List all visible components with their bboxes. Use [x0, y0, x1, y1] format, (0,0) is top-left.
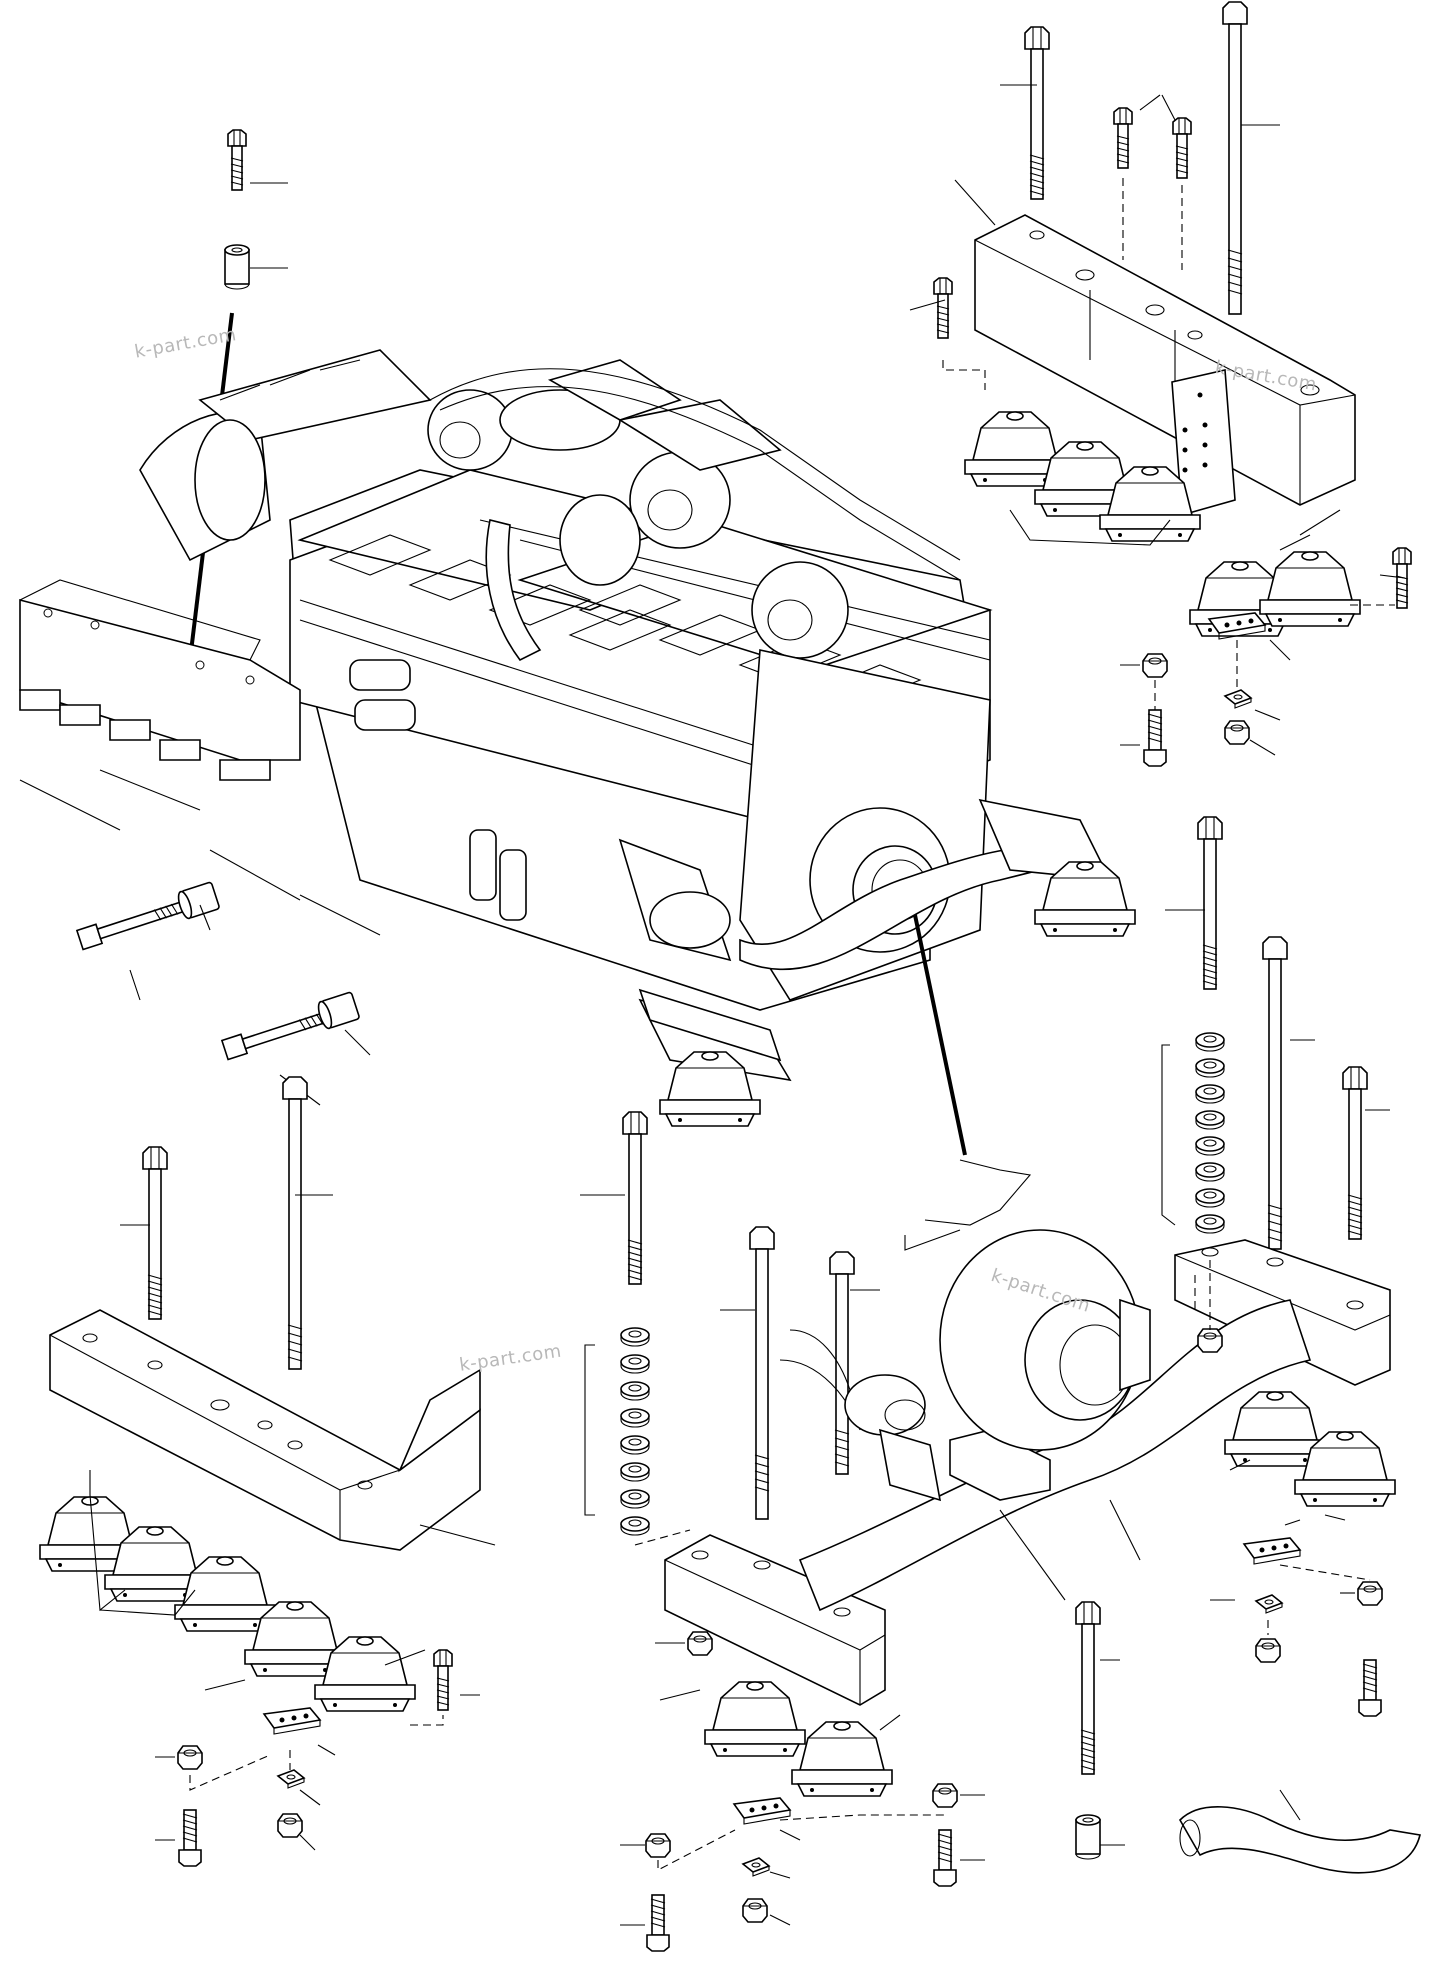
- washer-icon: [1224, 689, 1252, 709]
- washer-icon: [1195, 1032, 1225, 1052]
- bolt-icon: [646, 1894, 670, 1952]
- bolt-icon: [178, 1809, 202, 1867]
- bottom-left-bracket-assembly: [39, 1076, 496, 1867]
- bottom-center-bracket-assembly: [580, 1111, 985, 1952]
- bolt-icon: [1113, 107, 1133, 169]
- bolt-icon: [933, 1829, 957, 1887]
- bolt-icon: [1342, 1066, 1368, 1240]
- washer-icon: [620, 1435, 650, 1455]
- washer-icon: [620, 1327, 650, 1347]
- bolt-icon: [622, 1111, 648, 1285]
- washer-icon: [1255, 1594, 1283, 1614]
- washer-icon: [1195, 1136, 1225, 1156]
- washer-icon: [1195, 1110, 1225, 1130]
- washer-icon: [1195, 1084, 1225, 1104]
- left-side-bolts: [75, 881, 371, 1106]
- bolt-icon: [1143, 709, 1167, 767]
- bolt-icon: [1358, 1659, 1382, 1717]
- rubber-mount-icon: [1259, 551, 1361, 627]
- washer-icon: [620, 1462, 650, 1482]
- nut-icon: [1197, 1328, 1223, 1353]
- spacer-icon: [224, 244, 250, 290]
- nut-icon: [1357, 1581, 1383, 1606]
- washer-icon: [620, 1408, 650, 1428]
- washer-icon: [620, 1381, 650, 1401]
- washer-stack: [584, 1327, 650, 1536]
- bracket-icon: [263, 1707, 321, 1735]
- washer-icon: [1195, 1058, 1225, 1078]
- nut-icon: [687, 1631, 713, 1656]
- nut-icon: [1224, 720, 1250, 745]
- bolt-icon: [227, 129, 247, 191]
- rubber-mount-icon: [791, 1721, 893, 1797]
- hose-icon: [1179, 1806, 1421, 1874]
- bottom-right-bracket-assembly: [779, 816, 1421, 1874]
- bolt-icon: [142, 1146, 168, 1320]
- nut-icon: [277, 1813, 303, 1838]
- nut-icon: [645, 1833, 671, 1858]
- nut-icon: [177, 1745, 203, 1770]
- bolt-icon: [933, 277, 953, 339]
- washer-icon: [277, 1769, 305, 1789]
- nut-icon: [742, 1898, 768, 1923]
- washer-icon: [620, 1516, 650, 1536]
- washer-icon: [620, 1489, 650, 1509]
- bolt-icon: [1197, 816, 1223, 990]
- rubber-mount-icon: [704, 1681, 806, 1757]
- engine-icon: [19, 349, 1136, 1156]
- nut-icon: [1255, 1638, 1281, 1663]
- bolt-icon: [433, 1649, 453, 1711]
- nut-icon: [932, 1783, 958, 1808]
- washer-icon: [1195, 1214, 1225, 1234]
- bracket-icon: [1243, 1537, 1301, 1565]
- washer-stack-right: [1161, 1032, 1225, 1234]
- washer-icon: [1195, 1162, 1225, 1182]
- bolt-icon: [1024, 26, 1050, 200]
- bolt-icon: [1172, 117, 1192, 179]
- washer-icon: [742, 1857, 770, 1877]
- washer-icon: [1195, 1188, 1225, 1208]
- top-right-bracket-assembly: [909, 1, 1412, 767]
- bolt-icon: [1075, 1601, 1101, 1775]
- nut-icon: [1142, 653, 1168, 678]
- spacer-icon: [1075, 1814, 1101, 1860]
- washer-icon: [620, 1354, 650, 1374]
